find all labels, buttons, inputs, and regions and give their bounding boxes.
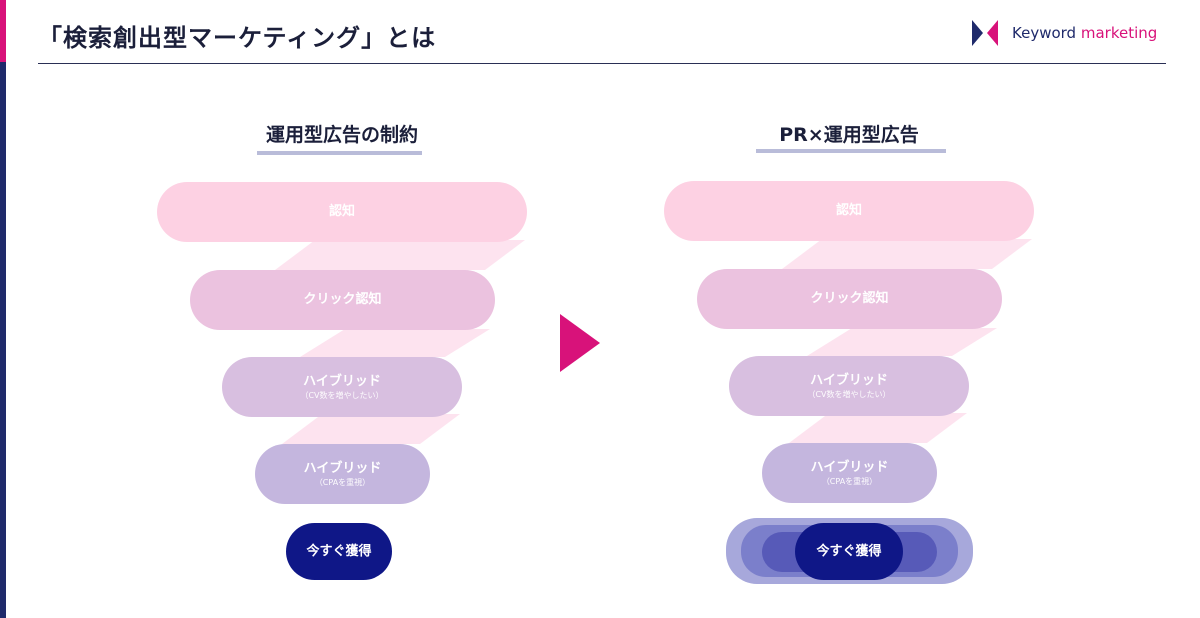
stage-sublabel: （CPAを重視）	[314, 477, 371, 487]
right-section-underline	[756, 149, 946, 153]
right-connector-2	[807, 328, 997, 356]
right-stage-hybrid-cpa: ハイブリッド （CPAを重視）	[762, 443, 937, 503]
stage-label: ハイブリッド	[810, 459, 889, 475]
stage-label: 今すぐ獲得	[816, 543, 882, 559]
left-stage-awareness: 認知	[157, 182, 527, 242]
stage-label: ハイブリッド	[303, 373, 381, 389]
page-title: 「検索創出型マーケティング」とは	[38, 24, 437, 52]
bowtie-logo-icon	[972, 20, 998, 46]
stage-label: クリック認知	[303, 292, 382, 307]
logo-wordmark: Keyword marketing	[1012, 24, 1157, 42]
stage-sublabel: （CPAを重視）	[821, 476, 878, 486]
right-stage-awareness: 認知	[664, 181, 1034, 241]
left-connector-1	[275, 240, 525, 270]
right-connector-3	[789, 413, 967, 443]
right-stage-immediate-acquisition: 今すぐ獲得	[795, 523, 903, 580]
stage-label: ハイブリッド	[810, 372, 888, 388]
stage-sublabel: （CV数を増やしたい）	[300, 390, 384, 400]
header-divider	[38, 63, 1166, 64]
left-accent-bar-highlight	[0, 0, 6, 62]
left-section-title: 運用型広告の制約	[265, 124, 418, 146]
right-stage-click-awareness: クリック認知	[697, 269, 1002, 329]
stage-label: 今すぐ獲得	[306, 543, 372, 559]
left-stage-hybrid-cv: ハイブリッド （CV数を増やしたい）	[222, 357, 462, 417]
stage-label: 認知	[328, 204, 355, 219]
left-connector-2	[300, 329, 490, 357]
right-stage-hybrid-cv: ハイブリッド （CV数を増やしたい）	[729, 356, 969, 416]
left-connector-3	[282, 414, 460, 444]
right-connector-1	[782, 239, 1032, 269]
logo-word-keyword: Keyword	[1012, 24, 1081, 42]
stage-label: 認知	[835, 203, 862, 218]
left-stage-immediate-acquisition: 今すぐ獲得	[286, 523, 392, 580]
stage-sublabel: （CV数を増やしたい）	[807, 389, 891, 399]
left-stage-click-awareness: クリック認知	[190, 270, 495, 330]
left-section-underline	[257, 151, 422, 155]
play-arrow-icon	[560, 314, 600, 372]
left-stage-hybrid-cpa: ハイブリッド （CPAを重視）	[255, 444, 430, 504]
logo-word-marketing: marketing	[1080, 24, 1158, 42]
right-section-title: PR×運用型広告	[779, 124, 919, 146]
stage-label: ハイブリッド	[303, 460, 382, 476]
stage-label: クリック認知	[810, 291, 889, 306]
brand-logo: Keyword marketing	[970, 16, 1157, 50]
left-accent-bar	[0, 0, 6, 618]
